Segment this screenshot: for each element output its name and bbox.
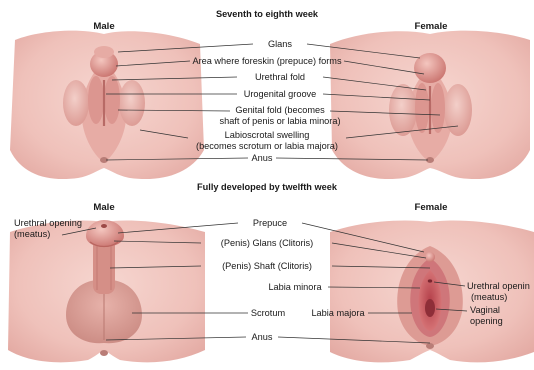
- top-male-heading: Male: [93, 21, 114, 32]
- label-urethral-opening-line1: Urethral opening: [14, 218, 82, 228]
- label-anus-top: Anus: [252, 153, 273, 163]
- top-female-heading: Female: [414, 21, 447, 32]
- label-foreskin-area: Area where foreskin (prepuce) forms: [192, 56, 342, 66]
- label-anus-bottom: Anus: [252, 332, 273, 342]
- label-prepuce: Prepuce: [253, 218, 287, 228]
- label-labioscrotal-line2: (becomes scrotum or labia majora): [196, 141, 338, 151]
- label-female-urethral-opening-line2: (meatus): [471, 292, 507, 302]
- label-labia-minora: Labia minora: [268, 282, 322, 292]
- label-glans-clitoris: (Penis) Glans (Clitoris): [221, 238, 313, 248]
- label-urogenital-groove: Urogenital groove: [244, 89, 317, 99]
- label-labioscrotal-line1: Labioscrotal swelling: [225, 130, 310, 140]
- label-labia-majora: Labia majora: [311, 308, 365, 318]
- bottom-female-heading: Female: [414, 202, 447, 213]
- embryo-female-genitalia-illustration: [330, 31, 530, 179]
- label-glans: Glans: [268, 39, 292, 49]
- label-shaft-clitoris: (Penis) Shaft (Clitoris): [222, 261, 312, 271]
- developed-male-genitalia-illustration: [8, 220, 205, 362]
- label-genital-fold-line1: Genital fold (becomes: [235, 105, 325, 115]
- bottom-male-heading: Male: [93, 202, 114, 213]
- label-scrotum: Scrotum: [251, 308, 286, 318]
- top-labels: Glans Area where foreskin (prepuce) form…: [192, 39, 342, 163]
- top-title: Seventh to eighth week: [216, 9, 319, 19]
- bottom-title: Fully developed by twelfth week: [197, 182, 338, 192]
- embryo-male-genitalia-illustration: [10, 31, 204, 179]
- label-genital-fold-line2: shaft of penis or labia minora): [219, 116, 340, 126]
- label-urethral-opening-line2: (meatus): [14, 229, 50, 239]
- label-female-urethral-opening-line1: Urethral openin: [467, 281, 530, 291]
- label-vaginal-opening-line1: Vaginal: [470, 305, 500, 315]
- label-vaginal-opening-line2: opening: [470, 316, 503, 326]
- label-urethral-fold: Urethral fold: [255, 72, 305, 82]
